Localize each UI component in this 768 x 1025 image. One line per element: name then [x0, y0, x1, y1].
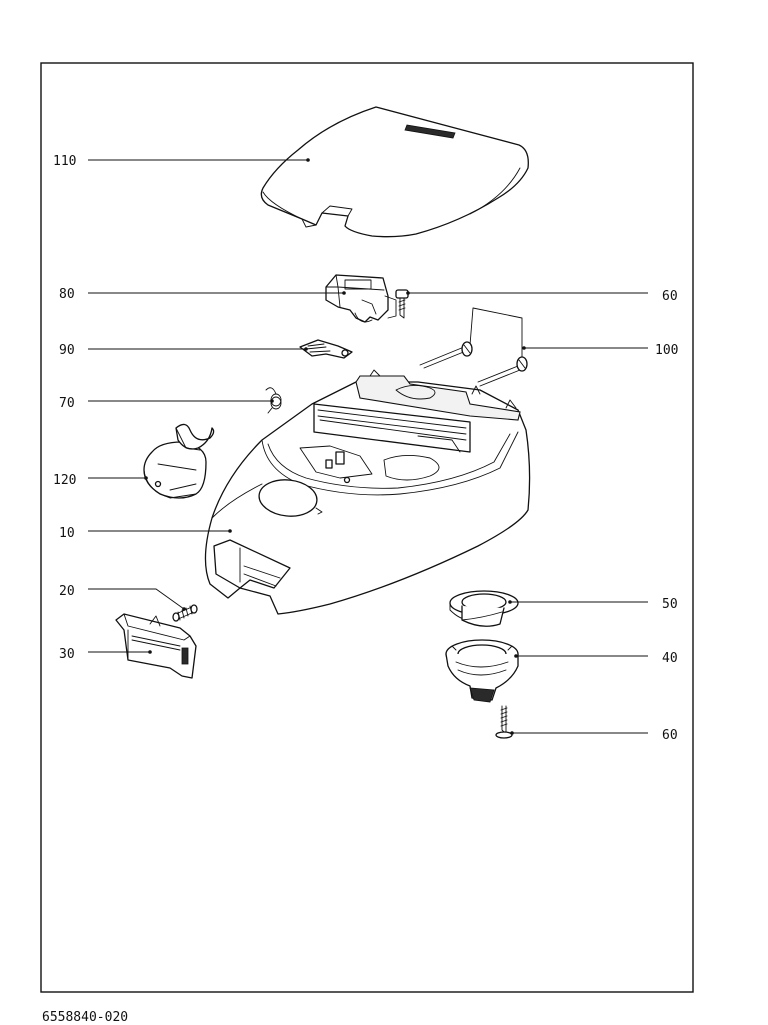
callout-90: 90 — [59, 343, 308, 358]
part-60-screw-upper — [395, 289, 409, 319]
callout-leaders: 110 80 60 90 100 70 — [53, 154, 678, 743]
callout-110: 110 — [53, 154, 310, 169]
callout-label-70: 70 — [59, 396, 75, 411]
callout-80: 80 — [59, 287, 346, 302]
part-100-spring-wire — [419, 307, 528, 387]
callout-label-50: 50 — [662, 597, 678, 612]
callout-label-80: 80 — [59, 287, 75, 302]
callout-50: 50 — [508, 597, 678, 612]
callout-label-110: 110 — [53, 154, 76, 169]
part-60-screw-lower — [495, 705, 513, 739]
callout-label-120: 120 — [53, 473, 76, 488]
callout-label-30: 30 — [59, 647, 75, 662]
callout-label-90: 90 — [59, 343, 75, 358]
callout-label-10: 10 — [59, 526, 75, 541]
drawing-frame — [40, 62, 694, 993]
part-30-latch-handle — [115, 613, 197, 679]
part-20-spring — [172, 604, 198, 622]
callout-label-100: 100 — [655, 343, 678, 358]
part-120-cover — [143, 423, 215, 499]
callout-label-60-lower: 60 — [662, 728, 678, 743]
callout-label-20: 20 — [59, 584, 75, 599]
callout-120: 120 — [53, 473, 148, 488]
document-number: 6558840-020 — [42, 1010, 129, 1025]
callout-60-lower: 60 — [510, 728, 678, 743]
part-10-main-body — [204, 369, 531, 615]
callout-100: 100 — [522, 343, 678, 358]
part-50-collar-ring — [449, 590, 519, 627]
callout-40: 40 — [514, 651, 678, 666]
part-90-lever — [299, 339, 353, 359]
callout-70: 70 — [59, 396, 274, 411]
part-110-lid — [260, 106, 529, 238]
callout-30: 30 — [59, 647, 152, 662]
callout-label-40: 40 — [662, 651, 678, 666]
callout-60-upper: 60 — [406, 289, 678, 304]
callout-20: 20 — [59, 584, 186, 611]
callout-10: 10 — [59, 526, 232, 541]
callout-label-60-upper: 60 — [662, 289, 678, 304]
part-40-filter-holder — [445, 639, 519, 703]
part-80-switch-housing — [325, 274, 397, 323]
